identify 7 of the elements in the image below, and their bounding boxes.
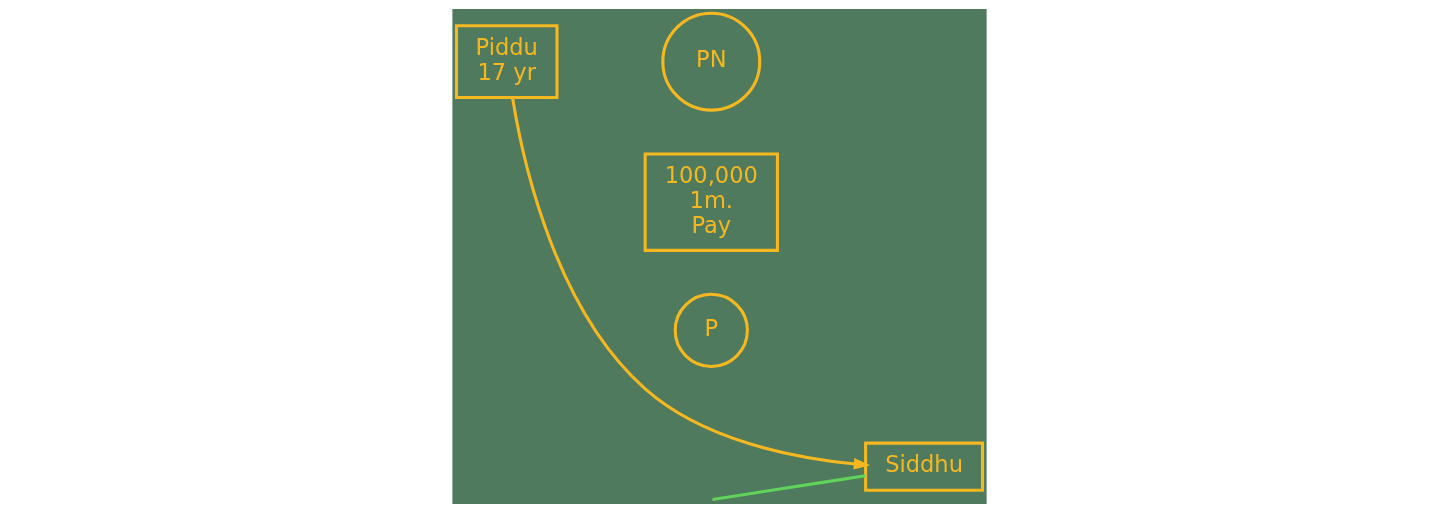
node-circle: PN: [660, 11, 761, 112]
node-box: Siddhu: [863, 441, 984, 492]
connector: [711, 473, 866, 501]
arrow: [510, 96, 870, 470]
node-circle: P: [673, 292, 749, 368]
node-box: 100,000 1m. Pay: [643, 151, 779, 252]
node-box: Piddu 17 yr: [454, 23, 558, 99]
